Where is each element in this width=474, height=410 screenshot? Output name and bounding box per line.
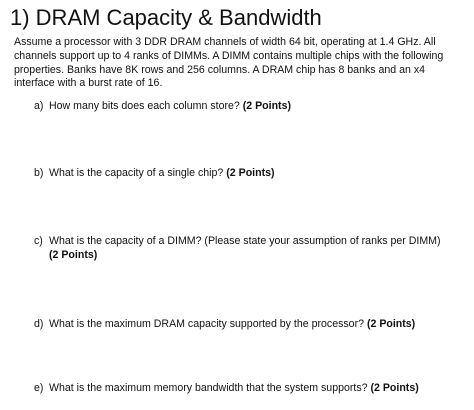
question-label: d) xyxy=(34,318,44,330)
question-points: (2 Points) xyxy=(366,318,416,330)
question-label: b) xyxy=(34,167,44,179)
question-d: d) What is the maximum DRAM capacity supp… xyxy=(34,318,415,332)
question-c: c) What is the capacity of a DIMM? (Pleas… xyxy=(34,235,441,263)
problem-statement: Assume a processor with 3 DDR DRAM chann… xyxy=(14,36,466,91)
question-points: (2 Points) xyxy=(49,248,98,261)
intro-line: properties. Banks have 8K rows and 256 c… xyxy=(14,63,426,76)
question-text: What is the maximum DRAM capacity suppor… xyxy=(49,318,364,330)
question-label: c) xyxy=(34,235,43,247)
intro-line: channels support up to 4 ranks of DIMMs.… xyxy=(14,49,444,62)
question-text: How many bits does each column store? xyxy=(49,100,240,112)
page-title: 1) DRAM Capacity & Bandwidth xyxy=(10,5,322,30)
question-label: a) xyxy=(34,100,44,112)
question-label: e) xyxy=(34,382,44,394)
question-a: a)How many bits does each column store? … xyxy=(34,100,291,114)
question-points: (2 Points) xyxy=(370,382,419,394)
question-b: b) What is the capacity of a single chip?… xyxy=(34,167,275,181)
question-e: e) What is the maximum memory bandwidth t… xyxy=(34,382,419,396)
intro-line: interface with a burst rate of 16. xyxy=(14,77,163,90)
question-text: What is the maximum memory bandwidth tha… xyxy=(49,382,368,394)
question-points: (2 Points) xyxy=(242,100,291,112)
intro-line: Assume a processor with 3 DDR DRAM chann… xyxy=(14,36,436,48)
question-points: (2 Points) xyxy=(226,167,275,179)
question-text: What is the capacity of a DIMM? (Please … xyxy=(49,235,441,247)
question-text: What is the capacity of a single chip? xyxy=(49,167,224,179)
